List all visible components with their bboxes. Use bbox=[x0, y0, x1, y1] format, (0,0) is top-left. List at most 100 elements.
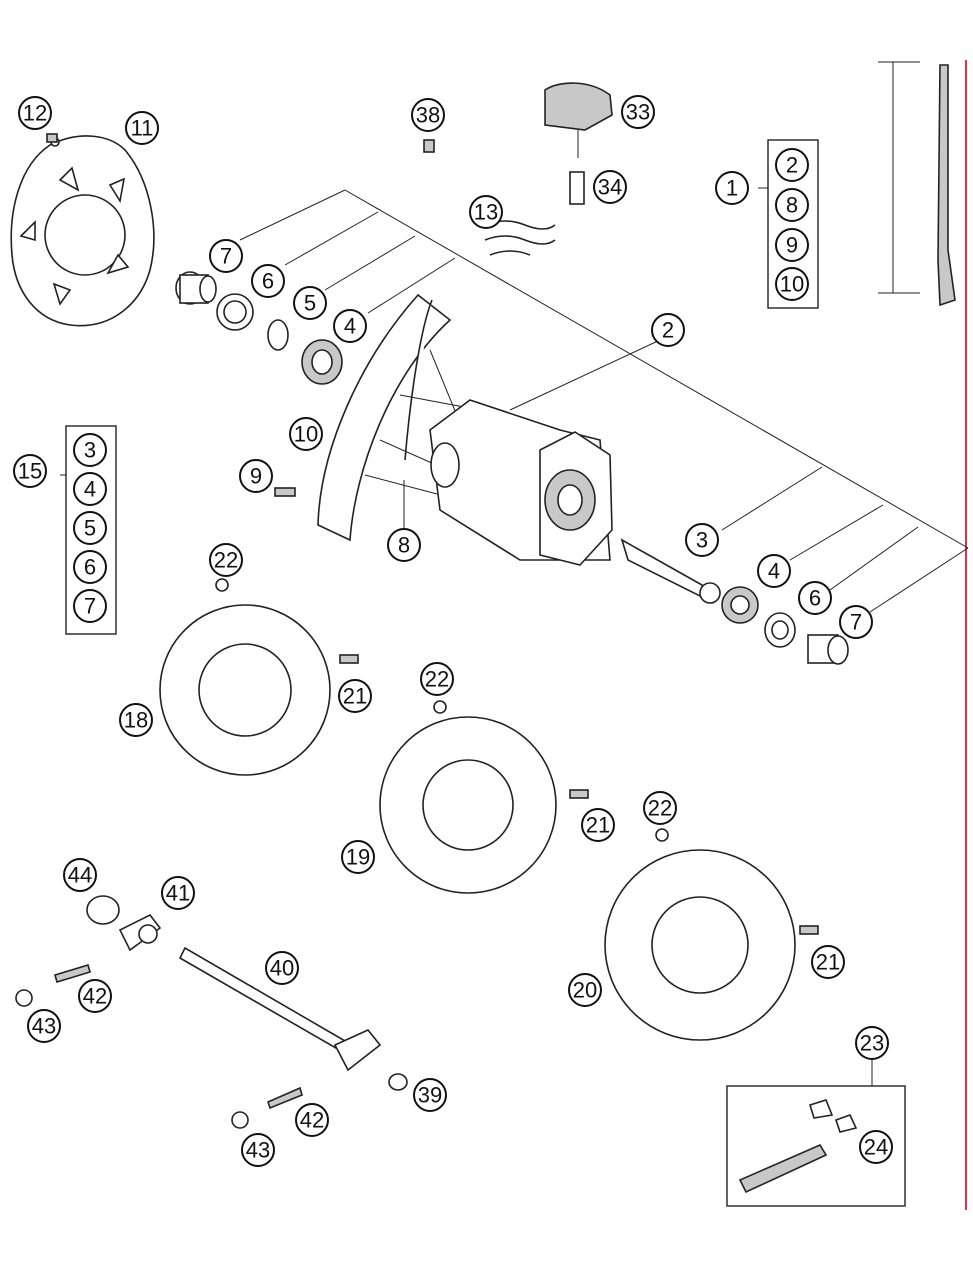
callout-33: 33 bbox=[621, 95, 655, 129]
callout-42-b: 42 bbox=[295, 1103, 329, 1137]
wheel-axle bbox=[178, 946, 382, 1072]
svg-text:12: 12 bbox=[23, 101, 47, 126]
svg-text:34: 34 bbox=[598, 175, 622, 200]
adjuster-nuts bbox=[15, 989, 249, 1129]
callout-group1-9: 9 bbox=[775, 228, 809, 262]
valve bbox=[274, 487, 296, 497]
callout-11: 11 bbox=[125, 111, 159, 145]
callout-40: 40 bbox=[265, 951, 299, 985]
sprocket-bolts bbox=[339, 654, 819, 935]
sprocket-19 bbox=[379, 700, 557, 894]
callout-43-a: 43 bbox=[27, 1009, 61, 1043]
callout-group15-3: 3 bbox=[73, 433, 107, 467]
callout-34: 34 bbox=[593, 170, 627, 204]
svg-text:4: 4 bbox=[768, 559, 780, 584]
valve-cap bbox=[423, 139, 435, 153]
svg-text:21: 21 bbox=[343, 684, 367, 709]
svg-text:43: 43 bbox=[246, 1138, 270, 1163]
callout-18: 18 bbox=[119, 703, 153, 737]
svg-text:3: 3 bbox=[696, 528, 708, 553]
callout-1: 1 bbox=[715, 171, 749, 205]
svg-text:5: 5 bbox=[304, 291, 316, 316]
svg-text:22: 22 bbox=[648, 796, 672, 821]
disc-bolt bbox=[46, 133, 58, 143]
callout-group15-6: 6 bbox=[73, 550, 107, 584]
svg-text:4: 4 bbox=[84, 477, 96, 502]
svg-text:6: 6 bbox=[809, 586, 821, 611]
svg-text:20: 20 bbox=[573, 978, 597, 1003]
valve-insert bbox=[569, 171, 585, 205]
callout-21-c: 21 bbox=[811, 945, 845, 979]
callout-10: 10 bbox=[289, 417, 323, 451]
svg-text:22: 22 bbox=[425, 667, 449, 692]
left-bearing bbox=[301, 339, 343, 385]
left-seal bbox=[216, 293, 254, 331]
svg-text:23: 23 bbox=[860, 1031, 884, 1056]
chain-adjuster-left bbox=[118, 913, 162, 952]
callout-group1-2: 2 bbox=[775, 148, 809, 182]
callout-9: 9 bbox=[239, 459, 273, 493]
callout-4: 4 bbox=[333, 309, 367, 343]
svg-text:21: 21 bbox=[586, 813, 610, 838]
callout-23: 23 bbox=[855, 1026, 889, 1060]
callout-21-b: 21 bbox=[581, 808, 615, 842]
callout-43-b: 43 bbox=[241, 1133, 275, 1167]
svg-text:9: 9 bbox=[250, 464, 262, 489]
left-hub-spacer bbox=[175, 271, 217, 305]
svg-text:6: 6 bbox=[84, 555, 96, 580]
svg-text:9: 9 bbox=[786, 233, 798, 258]
svg-text:7: 7 bbox=[220, 244, 232, 269]
svg-text:6: 6 bbox=[262, 269, 274, 294]
callout-41: 41 bbox=[161, 876, 195, 910]
svg-text:7: 7 bbox=[84, 594, 96, 619]
spoke-dimension bbox=[878, 61, 956, 307]
callout-group15-5: 5 bbox=[73, 511, 107, 545]
leader-lines bbox=[60, 187, 969, 1086]
callout-22-a: 22 bbox=[209, 543, 243, 577]
callout-group1-8: 8 bbox=[775, 188, 809, 222]
callout-13: 13 bbox=[469, 195, 503, 229]
adjusting-screws bbox=[54, 963, 303, 1110]
svg-text:1: 1 bbox=[726, 176, 738, 201]
callout-2: 2 bbox=[651, 313, 685, 347]
svg-text:13: 13 bbox=[474, 200, 498, 225]
svg-text:40: 40 bbox=[270, 956, 294, 981]
callout-22-c: 22 bbox=[643, 791, 677, 825]
svg-text:38: 38 bbox=[416, 103, 440, 128]
svg-text:8: 8 bbox=[398, 533, 410, 558]
svg-text:5: 5 bbox=[84, 516, 96, 541]
svg-text:39: 39 bbox=[418, 1083, 442, 1108]
spoke-wrench bbox=[544, 82, 613, 158]
callout-20: 20 bbox=[568, 973, 602, 1007]
rim-tape bbox=[484, 220, 556, 256]
callout-22-b: 22 bbox=[420, 662, 454, 696]
svg-text:4: 4 bbox=[344, 314, 356, 339]
svg-text:11: 11 bbox=[131, 116, 154, 141]
svg-text:10: 10 bbox=[294, 422, 318, 447]
callout-15: 15 bbox=[13, 454, 47, 488]
callout-7: 7 bbox=[209, 239, 243, 273]
hub bbox=[429, 399, 613, 566]
callout-4-right: 4 bbox=[757, 554, 791, 588]
svg-text:15: 15 bbox=[18, 459, 42, 484]
left-circlip bbox=[267, 319, 289, 351]
callout-6-right: 6 bbox=[798, 581, 832, 615]
callout-group15-4: 4 bbox=[73, 472, 107, 506]
svg-text:43: 43 bbox=[32, 1014, 56, 1039]
sprocket-20 bbox=[604, 828, 796, 1041]
sprocket-18 bbox=[159, 578, 331, 776]
svg-text:42: 42 bbox=[83, 984, 107, 1009]
svg-text:21: 21 bbox=[816, 950, 840, 975]
svg-text:18: 18 bbox=[124, 708, 148, 733]
callout-7-right: 7 bbox=[839, 605, 873, 639]
right-bearing bbox=[721, 586, 759, 624]
svg-text:8: 8 bbox=[786, 193, 798, 218]
callout-group1-10: 10 bbox=[775, 267, 809, 301]
rim bbox=[317, 293, 452, 542]
callout-44: 44 bbox=[63, 858, 97, 892]
callout-3-right: 3 bbox=[685, 523, 719, 557]
callout-39: 39 bbox=[413, 1078, 447, 1112]
brake-disc bbox=[10, 135, 155, 327]
callout-24: 24 bbox=[859, 1130, 893, 1164]
